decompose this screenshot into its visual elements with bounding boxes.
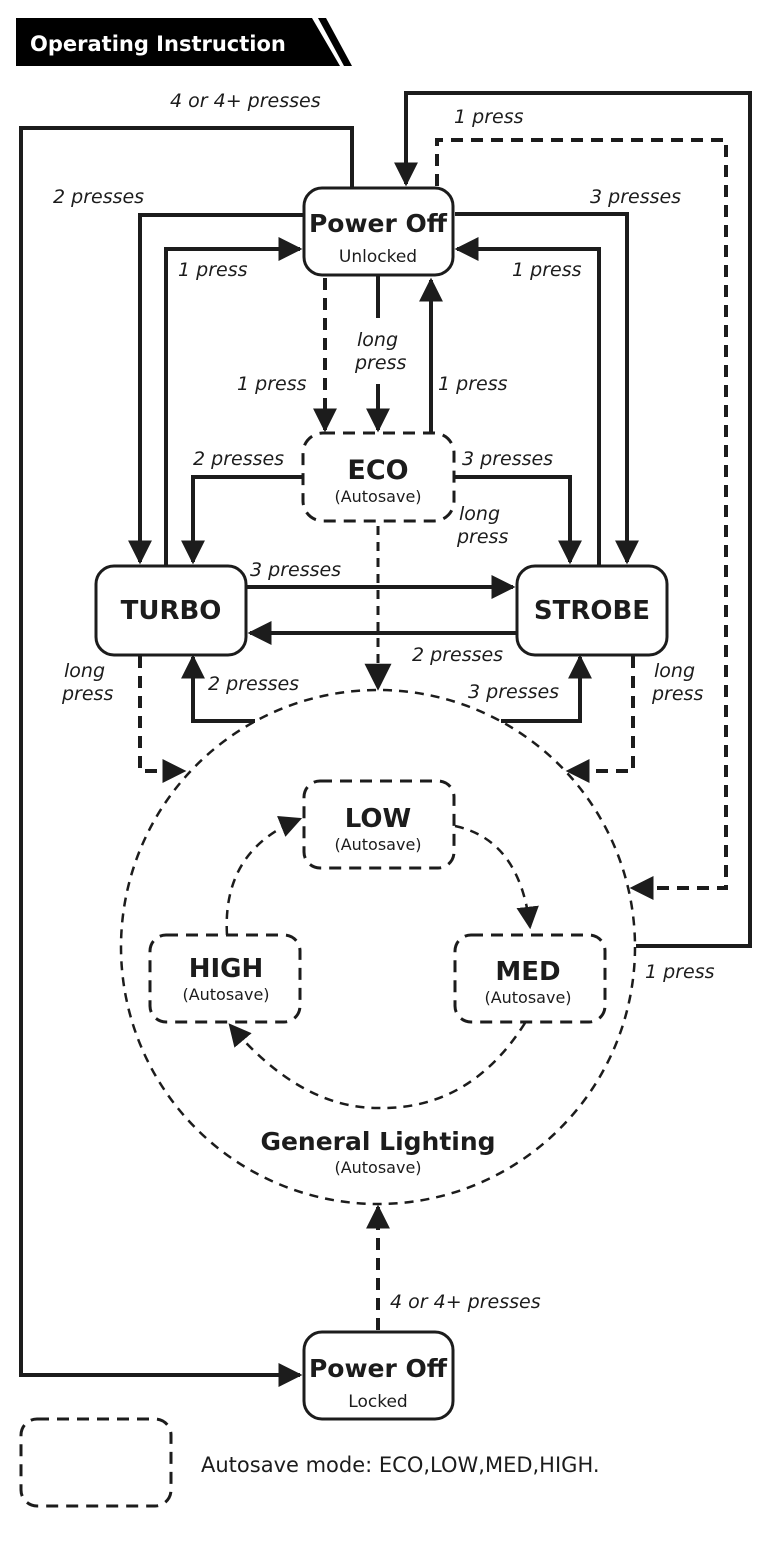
edge-off-to-turbo bbox=[128, 213, 303, 565]
label-three-presses-turbo-strobe: 3 presses bbox=[250, 559, 341, 581]
label-three-presses-gl-strobe: 3 presses bbox=[468, 681, 559, 703]
label-two-presses-gl-turbo: 2 presses bbox=[208, 673, 299, 695]
node-eco[interactable]: ECO (Autosave) bbox=[301, 431, 456, 523]
label-four-presses-bottom: 4 or 4+ presses bbox=[390, 1291, 541, 1313]
label-one-press-eco-back: 1 press bbox=[438, 373, 508, 395]
node-general-lighting-label: General Lighting (Autosave) bbox=[260, 1127, 495, 1177]
label-long-press-turbo-2: press bbox=[61, 683, 113, 705]
node-subtitle: (Autosave) bbox=[182, 985, 269, 1004]
label-long-press-turbo-1: long bbox=[64, 660, 105, 682]
header-title: Operating Instruction bbox=[30, 32, 286, 56]
edge-eco-to-strobe bbox=[454, 475, 582, 565]
legend: Autosave mode: ECO,LOW,MED,HIGH. bbox=[19, 1417, 600, 1508]
label-two-presses-strobe-turbo: 2 presses bbox=[412, 644, 503, 666]
label-two-presses-left: 2 presses bbox=[53, 186, 144, 208]
edge-gl-to-strobe bbox=[501, 654, 592, 723]
label-one-press-top-right: 1 press bbox=[454, 106, 524, 128]
label-three-presses-eco: 3 presses bbox=[462, 448, 553, 470]
node-title: Power Off bbox=[309, 209, 448, 238]
edge-low-to-med bbox=[454, 824, 539, 930]
edge-labels: 4 or 4+ presses 1 press 2 presses 1 pres… bbox=[53, 90, 715, 1313]
node-high[interactable]: HIGH (Autosave) bbox=[148, 933, 302, 1024]
general-lighting-subtitle: (Autosave) bbox=[334, 1158, 421, 1177]
node-title: STROBE bbox=[534, 596, 650, 626]
label-one-press-eco-dashed: 1 press bbox=[237, 373, 307, 395]
node-title: ECO bbox=[347, 455, 408, 486]
edge-strobe-to-off bbox=[454, 237, 601, 566]
edge-off-to-gl-dashed bbox=[435, 138, 728, 900]
edge-gl-to-off bbox=[394, 91, 752, 948]
edge-off-to-locked bbox=[19, 126, 354, 1387]
legend-swatch-dashed-box bbox=[19, 1417, 173, 1508]
node-title: TURBO bbox=[121, 596, 222, 626]
node-power-off-locked[interactable]: Power Off Locked bbox=[302, 1330, 455, 1421]
node-title: MED bbox=[495, 957, 560, 987]
edge-gl-to-turbo bbox=[181, 654, 255, 723]
node-subtitle: (Autosave) bbox=[334, 835, 421, 854]
header-bg bbox=[16, 18, 340, 66]
node-turbo[interactable]: TURBO bbox=[94, 564, 248, 657]
general-lighting-title: General Lighting bbox=[260, 1127, 495, 1156]
label-one-press-left: 1 press bbox=[178, 259, 248, 281]
label-long-press-eco-gl-2: press bbox=[456, 526, 508, 548]
label-two-presses-eco: 2 presses bbox=[193, 448, 284, 470]
node-subtitle: (Autosave) bbox=[484, 988, 571, 1007]
label-long-press-strobe-2: press bbox=[651, 683, 703, 705]
edge-eco-to-turbo bbox=[181, 475, 303, 565]
edge-turbo-to-gl bbox=[138, 656, 187, 783]
edge-med-to-high bbox=[228, 1022, 527, 1110]
node-subtitle: Unlocked bbox=[339, 247, 417, 267]
node-subtitle: Locked bbox=[348, 1392, 407, 1412]
label-long-press-eco-2: press bbox=[354, 352, 406, 374]
node-subtitle: (Autosave) bbox=[334, 487, 421, 506]
label-four-presses-top: 4 or 4+ presses bbox=[170, 90, 321, 112]
node-title: Power Off bbox=[309, 1354, 448, 1383]
edge-strobe-to-gl bbox=[565, 656, 635, 783]
label-long-press-strobe-1: long bbox=[654, 660, 695, 682]
edge-turbo-to-off bbox=[164, 237, 303, 566]
node-title: LOW bbox=[345, 804, 411, 834]
label-long-press-eco-gl-1: long bbox=[459, 503, 500, 525]
label-three-presses-right: 3 presses bbox=[590, 186, 681, 208]
label-one-press-right: 1 press bbox=[512, 259, 582, 281]
node-title: HIGH bbox=[189, 954, 264, 984]
node-strobe[interactable]: STROBE bbox=[515, 564, 669, 657]
label-one-press-gl-off: 1 press bbox=[645, 961, 715, 983]
node-low[interactable]: LOW (Autosave) bbox=[302, 779, 456, 870]
edge-high-to-low bbox=[225, 816, 303, 936]
edge-off-to-strobe bbox=[455, 212, 639, 565]
general-lighting-circle[interactable] bbox=[119, 688, 637, 1206]
legend-text: Autosave mode: ECO,LOW,MED,HIGH. bbox=[201, 1453, 600, 1477]
node-med[interactable]: MED (Autosave) bbox=[453, 933, 607, 1024]
header-banner: Operating Instruction bbox=[16, 18, 352, 66]
node-power-off-unlocked[interactable]: Power Off Unlocked bbox=[302, 186, 455, 277]
label-long-press-eco-1: long bbox=[357, 329, 398, 351]
header-stripe bbox=[318, 18, 352, 66]
